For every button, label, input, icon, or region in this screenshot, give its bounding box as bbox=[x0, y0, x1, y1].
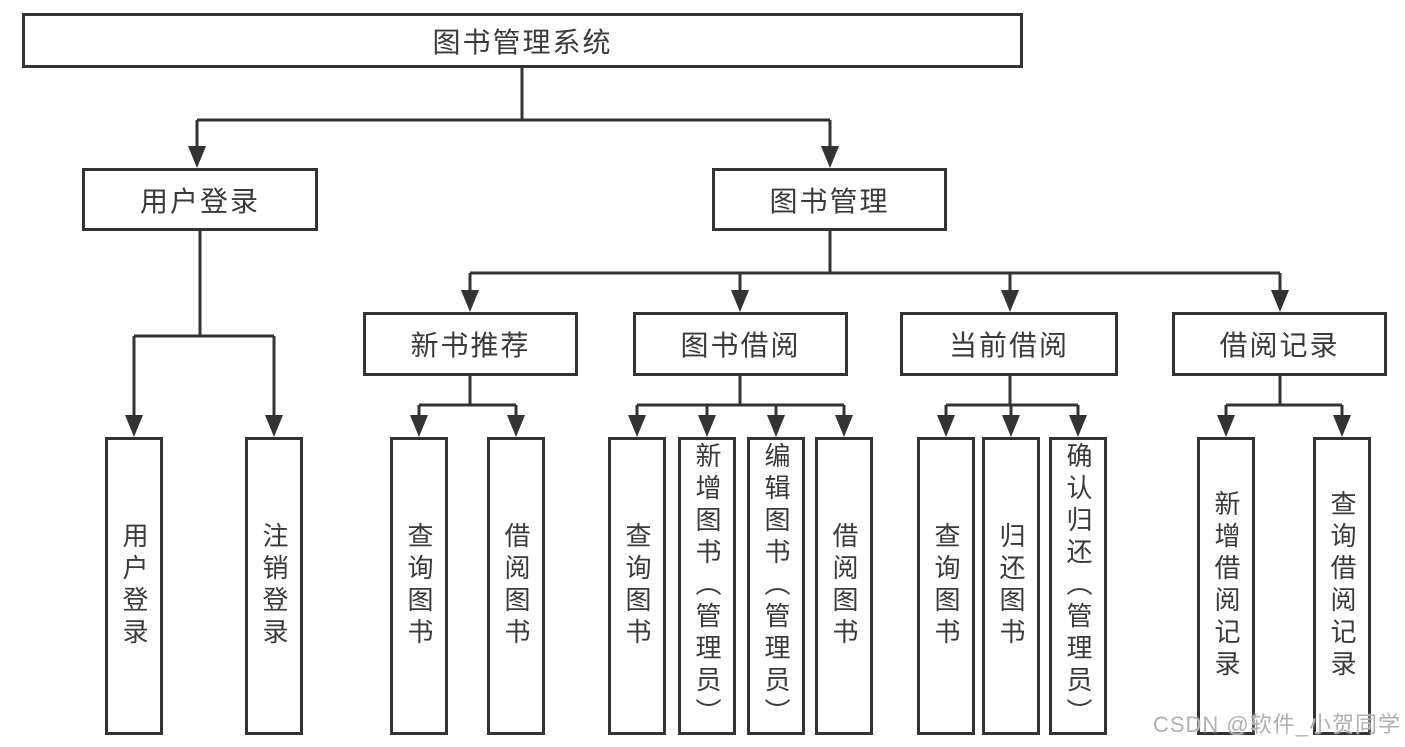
node-current-borrowing: 当前借阅 bbox=[900, 312, 1118, 376]
leaf-user-login: 用户登录 bbox=[105, 437, 163, 735]
leaf-edit-books-admin: 编辑图书（管理员） bbox=[747, 437, 805, 735]
leaf-add-books-admin: 新增图书（管理员） bbox=[678, 437, 736, 735]
node-user-login-branch: 用户登录 bbox=[82, 168, 318, 231]
arrowheads bbox=[125, 146, 1351, 437]
node-label: 图书管理系统 bbox=[432, 26, 613, 58]
node-label: 图书管理 bbox=[769, 185, 890, 217]
node-book-borrowing: 图书借阅 bbox=[633, 312, 848, 376]
node-label: 新书推荐 bbox=[410, 330, 531, 361]
node-label: 用户登录 bbox=[139, 185, 260, 217]
leaf-query-books: 查询图书 bbox=[390, 437, 448, 735]
node-label: 当前借阅 bbox=[948, 330, 1069, 361]
leaf-query-borrow-record: 查询借阅记录 bbox=[1313, 437, 1371, 735]
node-new-book-recommendation: 新书推荐 bbox=[363, 312, 578, 376]
csdn-watermark: CSDN @软件_小贺同学 bbox=[1152, 712, 1401, 737]
leaf-borrow-books: 借阅图书 bbox=[815, 437, 873, 735]
node-book-management-branch: 图书管理 bbox=[712, 168, 947, 231]
leaf-confirm-return-admin: 确认归还（管理员） bbox=[1049, 437, 1107, 735]
leaf-query-books: 查询图书 bbox=[608, 437, 666, 735]
node-borrowing-records: 借阅记录 bbox=[1172, 312, 1387, 376]
node-library-management-system: 图书管理系统 bbox=[22, 13, 1023, 68]
leaf-borrow-books: 借阅图书 bbox=[487, 437, 545, 735]
node-label: 图书借阅 bbox=[680, 330, 801, 361]
leaf-logout: 注销登录 bbox=[245, 437, 303, 735]
leaf-return-books: 归还图书 bbox=[982, 437, 1040, 735]
node-label: 借阅记录 bbox=[1219, 330, 1340, 361]
leaf-add-borrow-record: 新增借阅记录 bbox=[1197, 437, 1255, 735]
leaf-query-books: 查询图书 bbox=[917, 437, 975, 735]
